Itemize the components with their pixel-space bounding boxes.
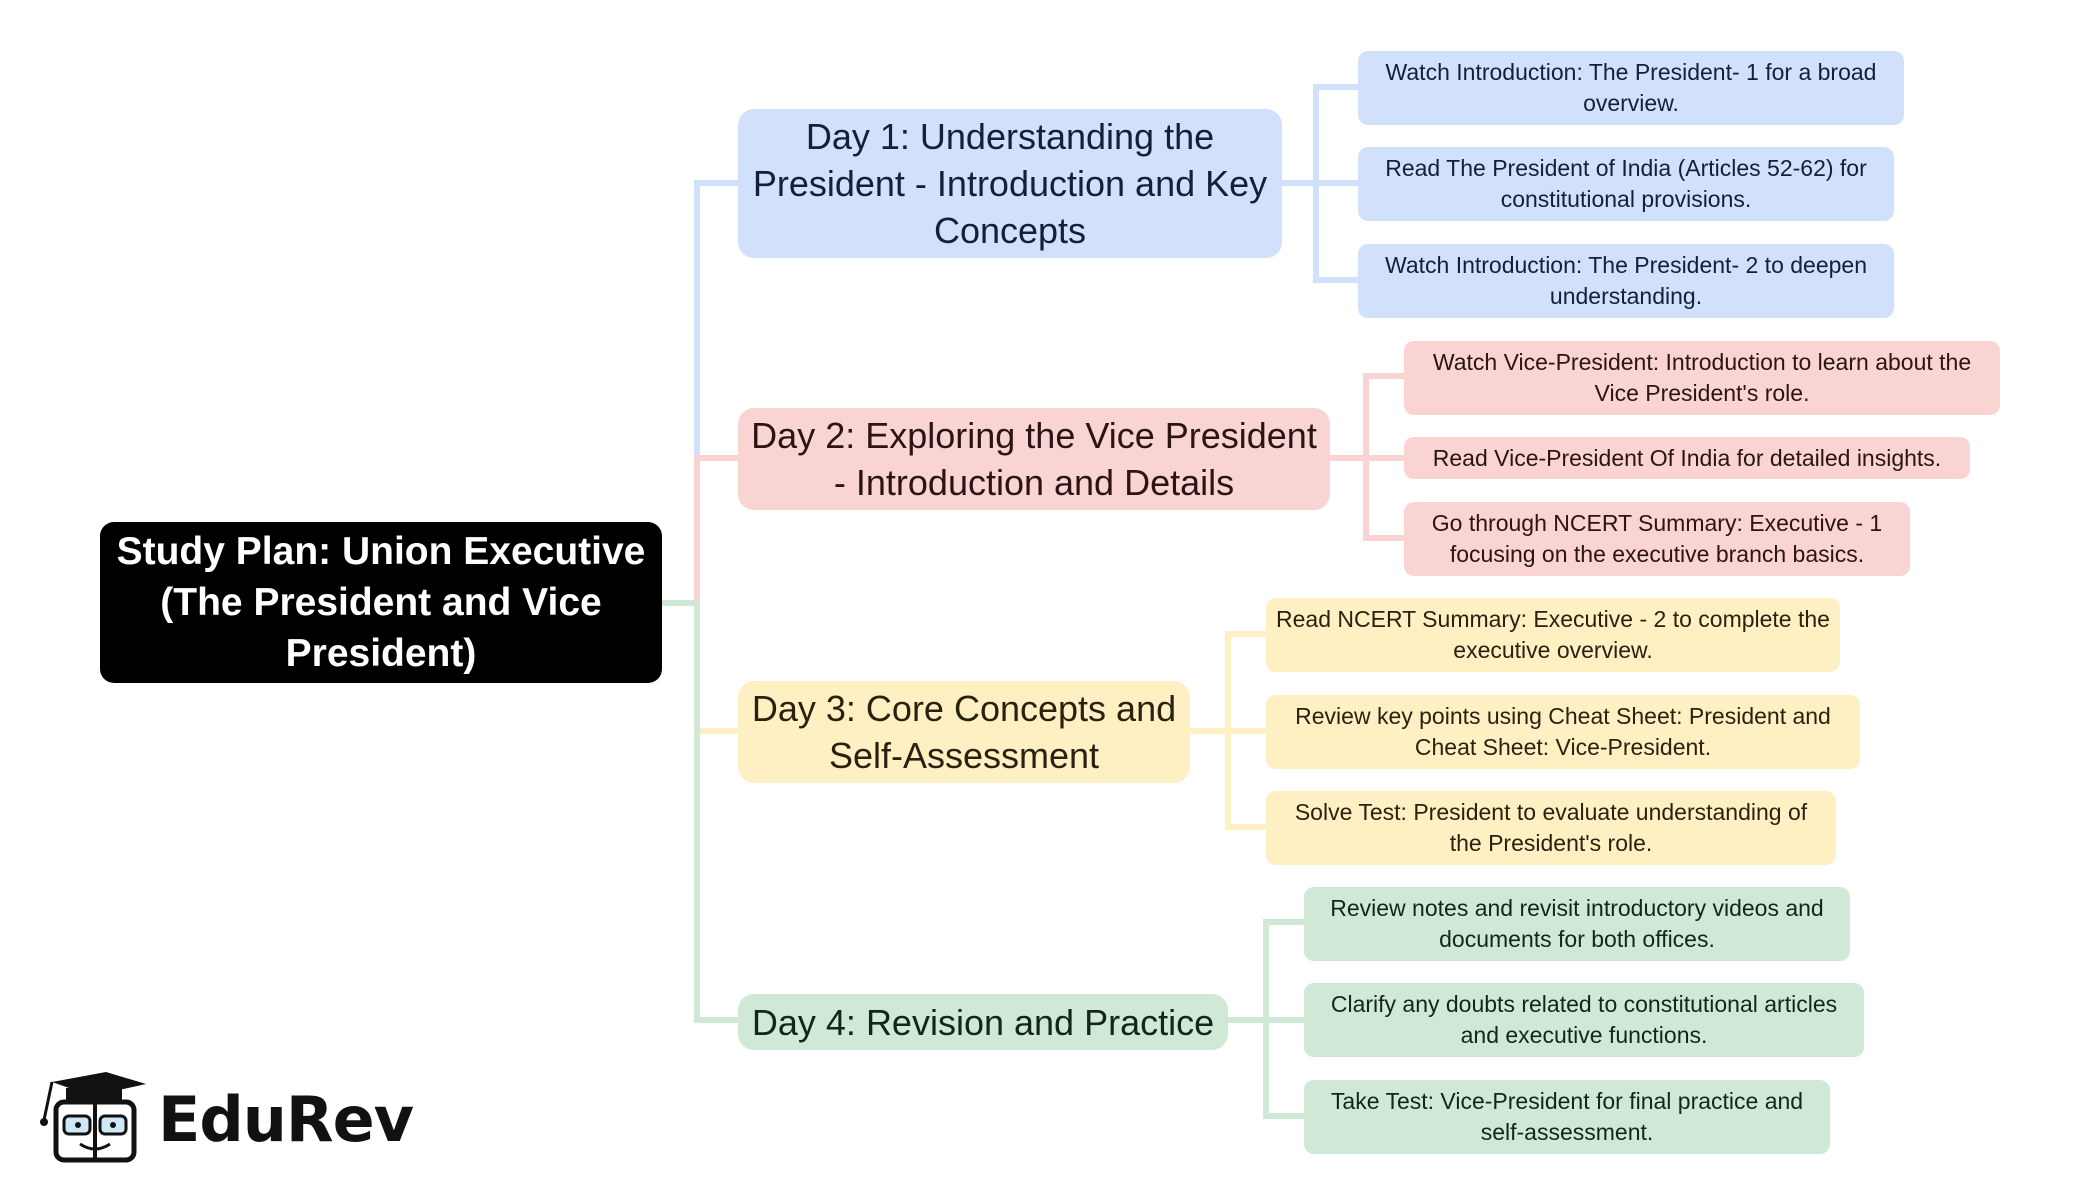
link-root-day4: [662, 600, 740, 1023]
day1-task1: Watch Introduction: The President- 1 for…: [1358, 51, 1904, 125]
day2-task2-text: Read Vice-President Of India for detaile…: [1432, 444, 1942, 471]
day2-label: Day 2: Exploring the Vice President - In…: [751, 415, 1317, 503]
link-day1-task1: [1282, 84, 1360, 186]
day1-node: Day 1: Understanding the President - Int…: [738, 109, 1282, 258]
day1-task2: Read The President of India (Articles 52…: [1358, 147, 1894, 221]
link-day4-task1: [1228, 919, 1306, 1023]
day3-label: Day 3: Core Concepts and Self-Assessment: [751, 688, 1177, 776]
day4-task1-text: Review notes and revisit introductory vi…: [1330, 895, 1824, 952]
day2-task3: Go through NCERT Summary: Executive - 1 …: [1404, 502, 1910, 576]
day3-task2: Review key points using Cheat Sheet: Pre…: [1266, 695, 1860, 769]
link-root-day1: [662, 180, 740, 606]
link-root-day2: [662, 455, 740, 606]
day4-task2: Clarify any doubts related to constituti…: [1304, 983, 1864, 1057]
day4-task1: Review notes and revisit introductory vi…: [1304, 887, 1850, 961]
day2-task2: Read Vice-President Of India for detaile…: [1404, 437, 1970, 479]
day3-task1: Read NCERT Summary: Executive - 2 to com…: [1266, 598, 1840, 672]
link-root-day3: [662, 600, 740, 734]
day1-task2-text: Read The President of India (Articles 52…: [1385, 155, 1867, 212]
day3-task3-text: Solve Test: President to evaluate unders…: [1294, 799, 1808, 856]
day2-node: Day 2: Exploring the Vice President - In…: [738, 408, 1330, 510]
graduation-cap-mascot-icon: [40, 1072, 146, 1163]
link-day3-task3: [1190, 728, 1268, 830]
link-day2-task3: [1330, 455, 1406, 541]
link-day1-task3: [1282, 180, 1360, 283]
day3-node: Day 3: Core Concepts and Self-Assessment: [738, 681, 1190, 783]
day1-task3: Watch Introduction: The President- 2 to …: [1358, 244, 1894, 318]
day3-task3: Solve Test: President to evaluate unders…: [1266, 791, 1836, 865]
link-day3-task1: [1190, 631, 1268, 734]
day1-label: Day 1: Understanding the President - Int…: [752, 116, 1268, 251]
day4-task3: Take Test: Vice-President for final prac…: [1304, 1080, 1830, 1154]
day4-task3-text: Take Test: Vice-President for final prac…: [1330, 1088, 1804, 1145]
day2-task1-text: Watch Vice-President: Introduction to le…: [1432, 349, 1972, 406]
brand-name: EduRev: [158, 1083, 414, 1156]
root-node: Study Plan: Union Executive (The Preside…: [100, 522, 662, 683]
link-day4-task3: [1228, 1017, 1306, 1119]
day3-task2-text: Review key points using Cheat Sheet: Pre…: [1295, 703, 1831, 760]
day1-task3-text: Watch Introduction: The President- 2 to …: [1384, 252, 1867, 309]
day2-task1: Watch Vice-President: Introduction to le…: [1404, 341, 2000, 415]
day1-task1-text: Watch Introduction: The President- 1 for…: [1385, 59, 1877, 116]
day3-task1-text: Read NCERT Summary: Executive - 2 to com…: [1276, 606, 1830, 663]
link-day2-task1: [1330, 373, 1406, 461]
day2-task3-text: Go through NCERT Summary: Executive - 1 …: [1431, 510, 1883, 567]
root-label: Study Plan: Union Executive (The Preside…: [116, 530, 646, 675]
day4-task2-text: Clarify any doubts related to constituti…: [1330, 991, 1838, 1048]
day4-node: Day 4: Revision and Practice: [738, 994, 1228, 1050]
day4-label: Day 4: Revision and Practice: [751, 1001, 1215, 1043]
